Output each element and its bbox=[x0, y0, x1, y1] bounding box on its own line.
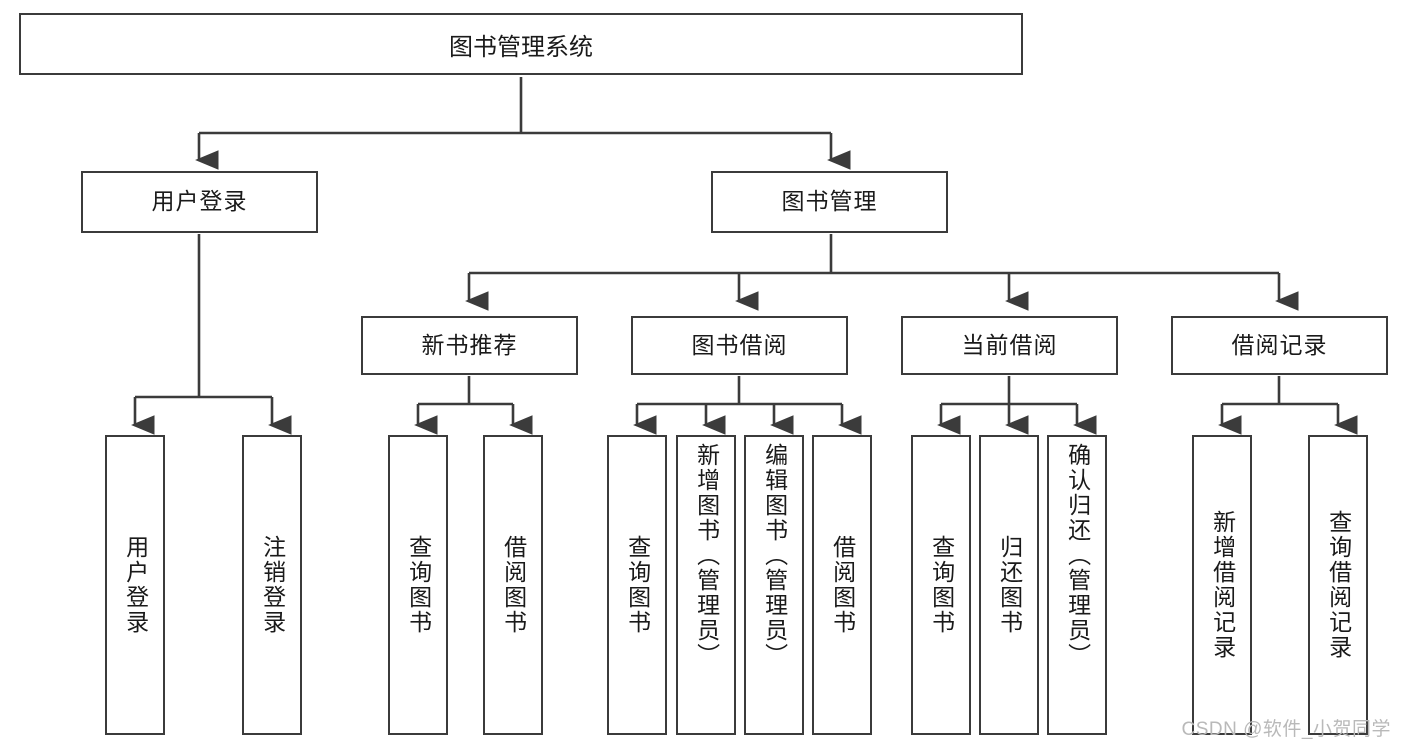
node-label: 借阅记录 bbox=[1231, 331, 1328, 358]
leaf-borrow-book-1[interactable]: 借阅图书 bbox=[483, 435, 543, 735]
node-label: 用户登录 bbox=[151, 188, 248, 215]
node-book-manage[interactable]: 图书管理 bbox=[711, 171, 948, 233]
node-label: 图书管理 bbox=[781, 188, 878, 215]
node-label: 新增借阅记录 bbox=[1209, 510, 1236, 660]
node-new-book-recommend[interactable]: 新书推荐 bbox=[361, 316, 578, 375]
leaf-query-record[interactable]: 查询借阅记录 bbox=[1308, 435, 1368, 735]
node-label: 归还图书 bbox=[996, 535, 1023, 635]
node-label: 图书管理系统 bbox=[449, 33, 593, 61]
node-user-login[interactable]: 用户登录 bbox=[81, 171, 318, 233]
node-current-borrow[interactable]: 当前借阅 bbox=[901, 316, 1118, 375]
node-label: 注销登录 bbox=[259, 535, 286, 635]
leaf-confirm-return[interactable]: 确认归还（管理员） bbox=[1047, 435, 1107, 735]
leaf-add-book[interactable]: 新增图书（管理员） bbox=[676, 435, 736, 735]
node-label: 查询图书 bbox=[624, 535, 651, 635]
leaf-user-logout[interactable]: 注销登录 bbox=[242, 435, 302, 735]
node-root-book-management-system[interactable]: 图书管理系统 bbox=[19, 13, 1023, 75]
leaf-add-record[interactable]: 新增借阅记录 bbox=[1192, 435, 1252, 735]
leaf-user-login[interactable]: 用户登录 bbox=[105, 435, 165, 735]
leaf-query-book-2[interactable]: 查询图书 bbox=[607, 435, 667, 735]
node-label: 图书借阅 bbox=[691, 331, 788, 358]
leaf-query-book-3[interactable]: 查询图书 bbox=[911, 435, 971, 735]
node-label: 当前借阅 bbox=[961, 331, 1058, 358]
node-label: 确认归还（管理员） bbox=[1064, 443, 1091, 668]
watermark-text: CSDN @软件_小贺同学 bbox=[1181, 719, 1391, 740]
leaf-query-book-1[interactable]: 查询图书 bbox=[388, 435, 448, 735]
node-label: 用户登录 bbox=[122, 535, 149, 635]
node-label: 新增图书（管理员） bbox=[693, 443, 720, 668]
node-label: 编辑图书（管理员） bbox=[761, 443, 788, 668]
node-label: 查询图书 bbox=[928, 535, 955, 635]
node-label: 借阅图书 bbox=[500, 535, 527, 635]
node-label: 查询借阅记录 bbox=[1325, 510, 1352, 660]
node-label: 新书推荐 bbox=[421, 331, 518, 358]
node-book-borrow[interactable]: 图书借阅 bbox=[631, 316, 848, 375]
node-label: 借阅图书 bbox=[829, 535, 856, 635]
leaf-borrow-book-2[interactable]: 借阅图书 bbox=[812, 435, 872, 735]
leaf-edit-book[interactable]: 编辑图书（管理员） bbox=[744, 435, 804, 735]
leaf-return-book[interactable]: 归还图书 bbox=[979, 435, 1039, 735]
node-borrow-record[interactable]: 借阅记录 bbox=[1171, 316, 1388, 375]
node-label: 查询图书 bbox=[405, 535, 432, 635]
